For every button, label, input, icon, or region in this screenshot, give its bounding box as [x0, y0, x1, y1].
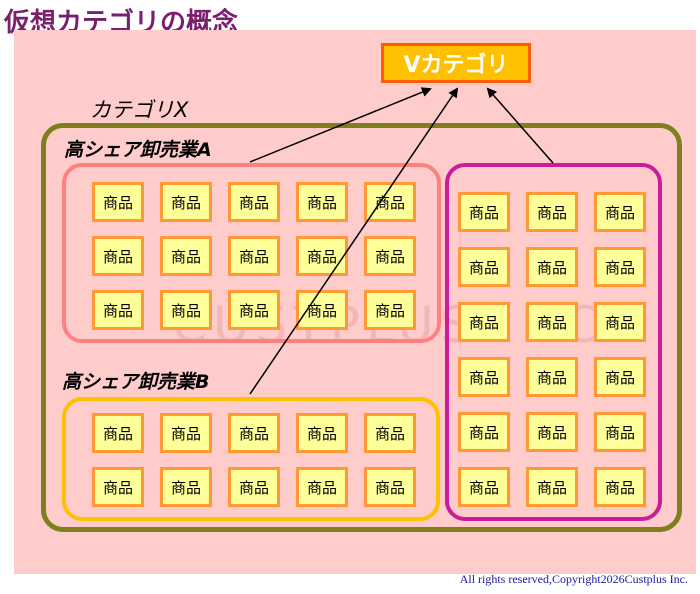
wholesaler-a-product-item: 商品 — [296, 290, 348, 330]
wholesaler-a-product-item: 商品 — [296, 236, 348, 276]
wholesaler-b-product-item: 商品 — [364, 467, 416, 507]
wholesaler-b-product-item: 商品 — [296, 413, 348, 453]
unlabeled-product-item: 商品 — [458, 247, 510, 287]
wholesaler-a-product-item: 商品 — [92, 290, 144, 330]
unlabeled-product-item: 商品 — [594, 467, 646, 507]
unlabeled-product-item: 商品 — [526, 247, 578, 287]
unlabeled-product-item: 商品 — [594, 247, 646, 287]
wholesaler-a-product-item: 商品 — [228, 290, 280, 330]
wholesaler-b-label: 高シェア卸売業B — [62, 371, 210, 393]
wholesaler-b-group — [62, 397, 440, 521]
unlabeled-product-item: 商品 — [594, 192, 646, 232]
wholesaler-a-product-item: 商品 — [228, 236, 280, 276]
unlabeled-product-item: 商品 — [526, 467, 578, 507]
unlabeled-product-item: 商品 — [458, 357, 510, 397]
wholesaler-b-product-item: 商品 — [228, 413, 280, 453]
wholesaler-b-product-item: 商品 — [364, 413, 416, 453]
wholesaler-a-product-item: 商品 — [228, 182, 280, 222]
unlabeled-product-item: 商品 — [526, 302, 578, 342]
category-x-label: カテゴリX — [90, 98, 189, 122]
wholesaler-b-product-item: 商品 — [160, 413, 212, 453]
wholesaler-b-product-item: 商品 — [92, 413, 144, 453]
unlabeled-product-item: 商品 — [458, 412, 510, 452]
wholesaler-b-product-item: 商品 — [296, 467, 348, 507]
wholesaler-a-product-item: 商品 — [364, 182, 416, 222]
wholesaler-a-product-item: 商品 — [160, 290, 212, 330]
unlabeled-product-item: 商品 — [526, 357, 578, 397]
wholesaler-a-product-item: 商品 — [92, 182, 144, 222]
wholesaler-a-product-item: 商品 — [296, 182, 348, 222]
wholesaler-a-product-item: 商品 — [160, 182, 212, 222]
wholesaler-a-label: 高シェア卸売業A — [64, 139, 212, 161]
wholesaler-a-product-item: 商品 — [364, 236, 416, 276]
unlabeled-product-item: 商品 — [594, 357, 646, 397]
copyright-footer: All rights reserved,Copyright2026Custplu… — [459, 572, 688, 586]
unlabeled-product-item: 商品 — [458, 192, 510, 232]
unlabeled-product-item: 商品 — [526, 412, 578, 452]
wholesaler-a-product-item: 商品 — [364, 290, 416, 330]
wholesaler-a-product-item: 商品 — [92, 236, 144, 276]
wholesaler-b-product-item: 商品 — [92, 467, 144, 507]
wholesaler-b-product-item: 商品 — [228, 467, 280, 507]
unlabeled-product-item: 商品 — [594, 412, 646, 452]
unlabeled-product-item: 商品 — [594, 302, 646, 342]
vcategory-box: Vカテゴリ — [381, 43, 531, 83]
unlabeled-product-item: 商品 — [458, 467, 510, 507]
unlabeled-product-item: 商品 — [526, 192, 578, 232]
wholesaler-a-product-item: 商品 — [160, 236, 212, 276]
wholesaler-b-product-item: 商品 — [160, 467, 212, 507]
unlabeled-product-item: 商品 — [458, 302, 510, 342]
